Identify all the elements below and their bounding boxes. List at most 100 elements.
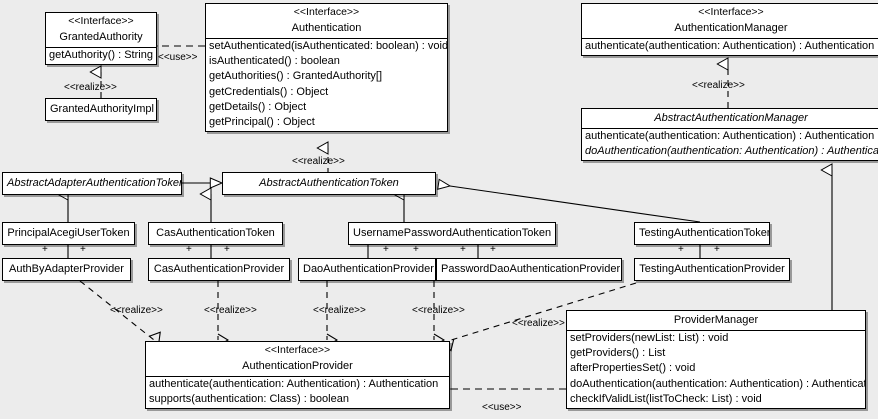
class-abstract-authentication-manager[interactable]: AbstractAuthenticationManager authentica… [581,108,878,162]
class-header: <<Interface>> AuthenticationProvider [146,342,449,376]
method-row: getPrincipal() : Object [209,116,315,129]
assoc-marker-plus: + [224,244,230,255]
stereotype-label: <<Interface>> [698,6,764,18]
class-name: AbstractAuthenticationToken [259,177,399,189]
edge-label-realize-testingauthenticationprovider: <<realize>> [512,318,565,329]
class-header: DaoAuthenticationProvider [299,259,435,280]
class-header: CasAuthenticationToken [149,223,282,244]
class-granted-authority[interactable]: <<Interface>> GrantedAuthority getAuthor… [45,12,157,66]
class-name: GrantedAuthority [59,31,143,43]
class-dao-authentication-provider[interactable]: DaoAuthenticationProvider [298,258,436,281]
edge-label-realize-abstractauthenticationmanager: <<realize>> [692,80,745,91]
edge-label-realize-authbyadapterprovider: <<realize>> [110,305,163,316]
class-header: CasAuthenticationProvider [149,259,289,280]
class-principal-acegi-user-token[interactable]: PrincipalAcegiUserToken [2,222,135,245]
class-name: PrincipalAcegiUserToken [7,227,130,239]
edge-label-realize-casauthenticationprovider: <<realize>> [204,305,257,316]
stereotype-label: <<Interface>> [264,344,331,356]
class-name: CasAuthenticationProvider [153,263,285,275]
class-name: UsernamePasswordAuthenticationToken [353,227,552,239]
edge-label-realize-abstractauthenticationtoken: <<realize>> [292,156,345,167]
class-header: GrantedAuthorityImpl [46,99,156,120]
class-header: AbstractAdapterAuthenticationToken [3,173,181,194]
class-password-dao-authentication-provider[interactable]: PasswordDaoAuthenticationProvider [436,258,622,281]
edge-label-realize-grantedauthorityimpl: <<realize>> [64,82,117,93]
class-testing-authentication-provider[interactable]: TestingAuthenticationProvider [634,258,790,281]
class-name: AbstractAuthenticationManager [654,112,808,124]
assoc-marker-plus: + [383,244,389,255]
methods-compartment: setAuthenticated(isAuthenticated: boolea… [206,38,447,131]
class-header: PrincipalAcegiUserToken [3,223,134,244]
class-name: DaoAuthenticationProvider [303,263,434,275]
assoc-marker-plus: + [678,244,684,255]
class-header: TestingAuthenticationProvider [635,259,789,280]
method-row: checkIfValidList(listToCheck: List) : vo… [570,392,762,405]
method-row: authenticate(authentication: Authenticat… [149,378,439,390]
class-header: <<Interface>> GrantedAuthority [46,13,156,47]
methods-compartment: authenticate(authentication: Authenticat… [146,376,449,408]
class-authentication[interactable]: <<Interface>> Authentication setAuthenti… [205,3,448,133]
class-testing-authentication-token[interactable]: TestingAuthenticationToken [634,222,770,245]
class-authentication-provider[interactable]: <<Interface>> AuthenticationProvider aut… [145,341,450,410]
class-abstract-adapter-authentication-token[interactable]: AbstractAdapterAuthenticationToken [2,172,182,195]
class-name: AuthenticationProvider [242,360,353,372]
class-provider-manager[interactable]: ProviderManager setProviders(newList: Li… [566,310,866,410]
method-row: authenticate(authentication: Authenticat… [585,40,875,52]
edge-label-realize-passworddaoprovider: <<realize>> [412,305,465,316]
stereotype-label: <<Interface>> [293,6,360,18]
class-header: <<Interface>> Authentication [206,4,447,38]
class-name: AbstractAdapterAuthenticationToken [7,177,182,189]
method-row: getDetails() : Object [209,100,307,113]
methods-compartment: getAuthority() : String [46,47,156,64]
methods-compartment: setProviders(newList: List) : void getPr… [567,330,865,408]
methods-compartment: authenticate(authentication: Authenticat… [582,128,878,160]
class-header: TestingAuthenticationToken [635,223,769,244]
class-name: TestingAuthenticationProvider [639,263,785,275]
method-row: getAuthority() : String [49,49,153,61]
methods-compartment: authenticate(authentication: Authenticat… [582,38,878,55]
assoc-marker-plus: + [186,244,192,255]
class-name: CasAuthenticationToken [156,227,275,239]
class-auth-by-adapter-provider[interactable]: AuthByAdapterProvider [2,258,131,281]
class-name: Authentication [291,22,362,34]
method-row: getCredentials() : Object [209,85,329,98]
class-authentication-manager[interactable]: <<Interface>> AuthenticationManager auth… [581,3,878,57]
class-header: UsernamePasswordAuthenticationToken [349,223,555,244]
method-row: isAuthenticated() : boolean [209,55,340,68]
class-header: <<Interface>> AuthenticationManager [582,4,878,38]
edge-testingauthenticationtoken-extends-abstracttoken [437,178,701,223]
class-name: TestingAuthenticationToken [639,227,770,239]
assoc-marker-plus: + [490,244,496,255]
edge-label-use-grantedauthority: <<use>> [158,52,198,63]
class-name: AuthenticationManager [674,22,788,34]
assoc-marker-plus: + [413,244,419,255]
edge-label-realize-daoauthenticationprovider: <<realize>> [313,305,366,316]
edge-label-use-authenticationprovider: <<use>> [482,402,522,413]
class-header: ProviderManager [567,311,865,330]
class-abstract-authentication-token[interactable]: AbstractAuthenticationToken [222,172,436,195]
assoc-marker-plus: + [460,244,466,255]
method-row: setAuthenticated(isAuthenticated: boolea… [209,40,448,52]
class-name: PasswordDaoAuthenticationProvider [441,263,621,275]
class-header: AuthByAdapterProvider [3,259,130,280]
class-username-password-authentication-token[interactable]: UsernamePasswordAuthenticationToken [348,222,556,245]
class-name: ProviderManager [673,314,759,326]
assoc-marker-plus: + [80,244,86,255]
stereotype-label: <<Interface>> [68,15,134,27]
method-row: getAuthorities() : GrantedAuthority[] [209,70,383,83]
method-row: getProviders() : List [570,347,666,360]
method-row: setProviders(newList: List) : void [570,332,729,344]
class-name: AuthByAdapterProvider [9,263,124,275]
class-cas-authentication-token[interactable]: CasAuthenticationToken [148,222,283,245]
class-cas-authentication-provider[interactable]: CasAuthenticationProvider [148,258,290,281]
method-row: supports(authentication: Class) : boolea… [149,393,349,406]
method-row: doAuthentication(authentication: Authent… [570,377,866,390]
method-row: afterPropertiesSet() : void [570,362,696,375]
class-header: PasswordDaoAuthenticationProvider [437,259,621,280]
assoc-marker-plus: + [714,244,720,255]
method-row-abstract: doAuthentication(authentication: Authent… [585,145,878,158]
class-header: AbstractAuthenticationToken [223,173,435,194]
assoc-marker-plus: + [42,244,48,255]
class-granted-authority-impl[interactable]: GrantedAuthorityImpl [45,98,157,121]
